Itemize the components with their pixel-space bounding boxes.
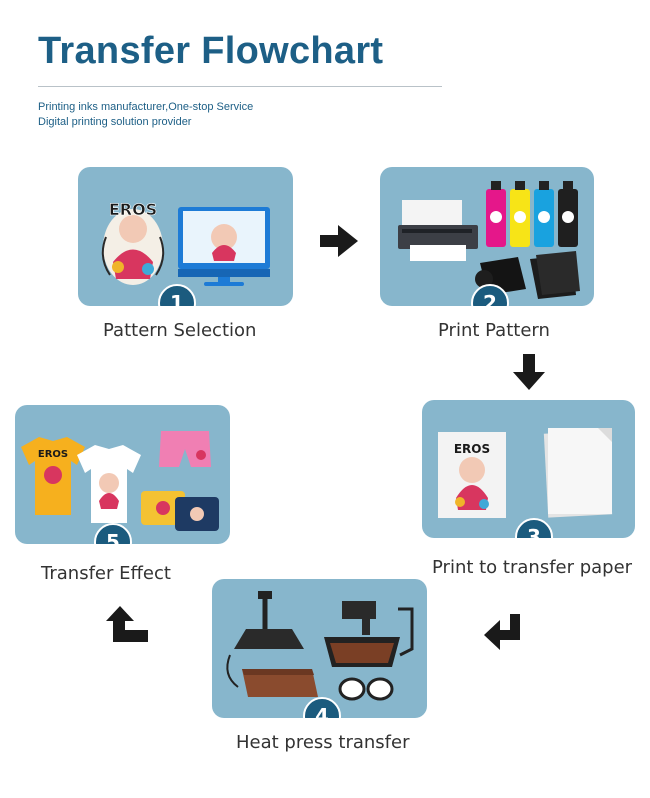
arrow-down-icon: [513, 354, 545, 390]
title-divider: [38, 86, 442, 87]
step-4-badge: 4: [303, 697, 341, 718]
heat-press-illustration: [226, 591, 414, 701]
subtitle-line-1: Printing inks manufacturer,One-stop Serv…: [38, 101, 254, 113]
white-tshirt-icon: [77, 445, 141, 523]
blank-paper-stack: [543, 428, 613, 518]
step-5-card: EROS 5: [15, 405, 230, 544]
printer-icon: [398, 200, 478, 261]
pink-shorts-icon: [159, 431, 211, 467]
step-3-label: Print to transfer paper: [432, 557, 633, 578]
step-5-badge: 5: [94, 523, 132, 544]
step-4-label: Heat press transfer: [236, 732, 410, 753]
step-4-card: 4: [212, 579, 427, 718]
step-2-label: Print Pattern: [438, 320, 550, 341]
arrow-return-icon: [484, 614, 520, 650]
subtitle-line-2: Digital printing solution provider: [38, 116, 192, 128]
step-1-label: Pattern Selection: [103, 320, 257, 341]
pillows-icon: [141, 491, 219, 531]
step-2-card: 2: [380, 167, 594, 306]
yellow-tshirt-icon: [21, 437, 85, 515]
printed-transfer-sheet: EROS: [438, 432, 506, 518]
page-title: Transfer Flowchart: [38, 30, 384, 72]
transfer-sheet-lettering: EROS: [454, 442, 490, 456]
arrow-turn-up-icon: [106, 606, 148, 642]
transfer-paper-illustration: EROS: [438, 428, 613, 518]
arrow-right-icon: [320, 225, 358, 257]
step-2-badge: 2: [471, 284, 509, 306]
transfer-effect-illustration: EROS: [21, 431, 219, 531]
film-sheets-icon: [475, 251, 580, 299]
print-pattern-illustration: [398, 181, 580, 299]
monitor-icon: [178, 207, 270, 286]
step-3-badge: 3: [515, 518, 553, 538]
step-3-card: EROS 3: [422, 400, 635, 538]
step-5-label: Transfer Effect: [41, 563, 171, 584]
step-1-card: EROS 1: [78, 167, 293, 306]
pattern-artwork: EROS: [101, 200, 165, 285]
pattern-artwork-lettering: EROS: [109, 200, 157, 219]
pattern-selection-illustration: EROS: [101, 200, 270, 286]
swing-press-icon: [324, 601, 414, 701]
ink-bottles-icon: [486, 181, 578, 247]
clamshell-press-icon: [226, 591, 318, 697]
shirt-lettering: EROS: [38, 449, 68, 460]
